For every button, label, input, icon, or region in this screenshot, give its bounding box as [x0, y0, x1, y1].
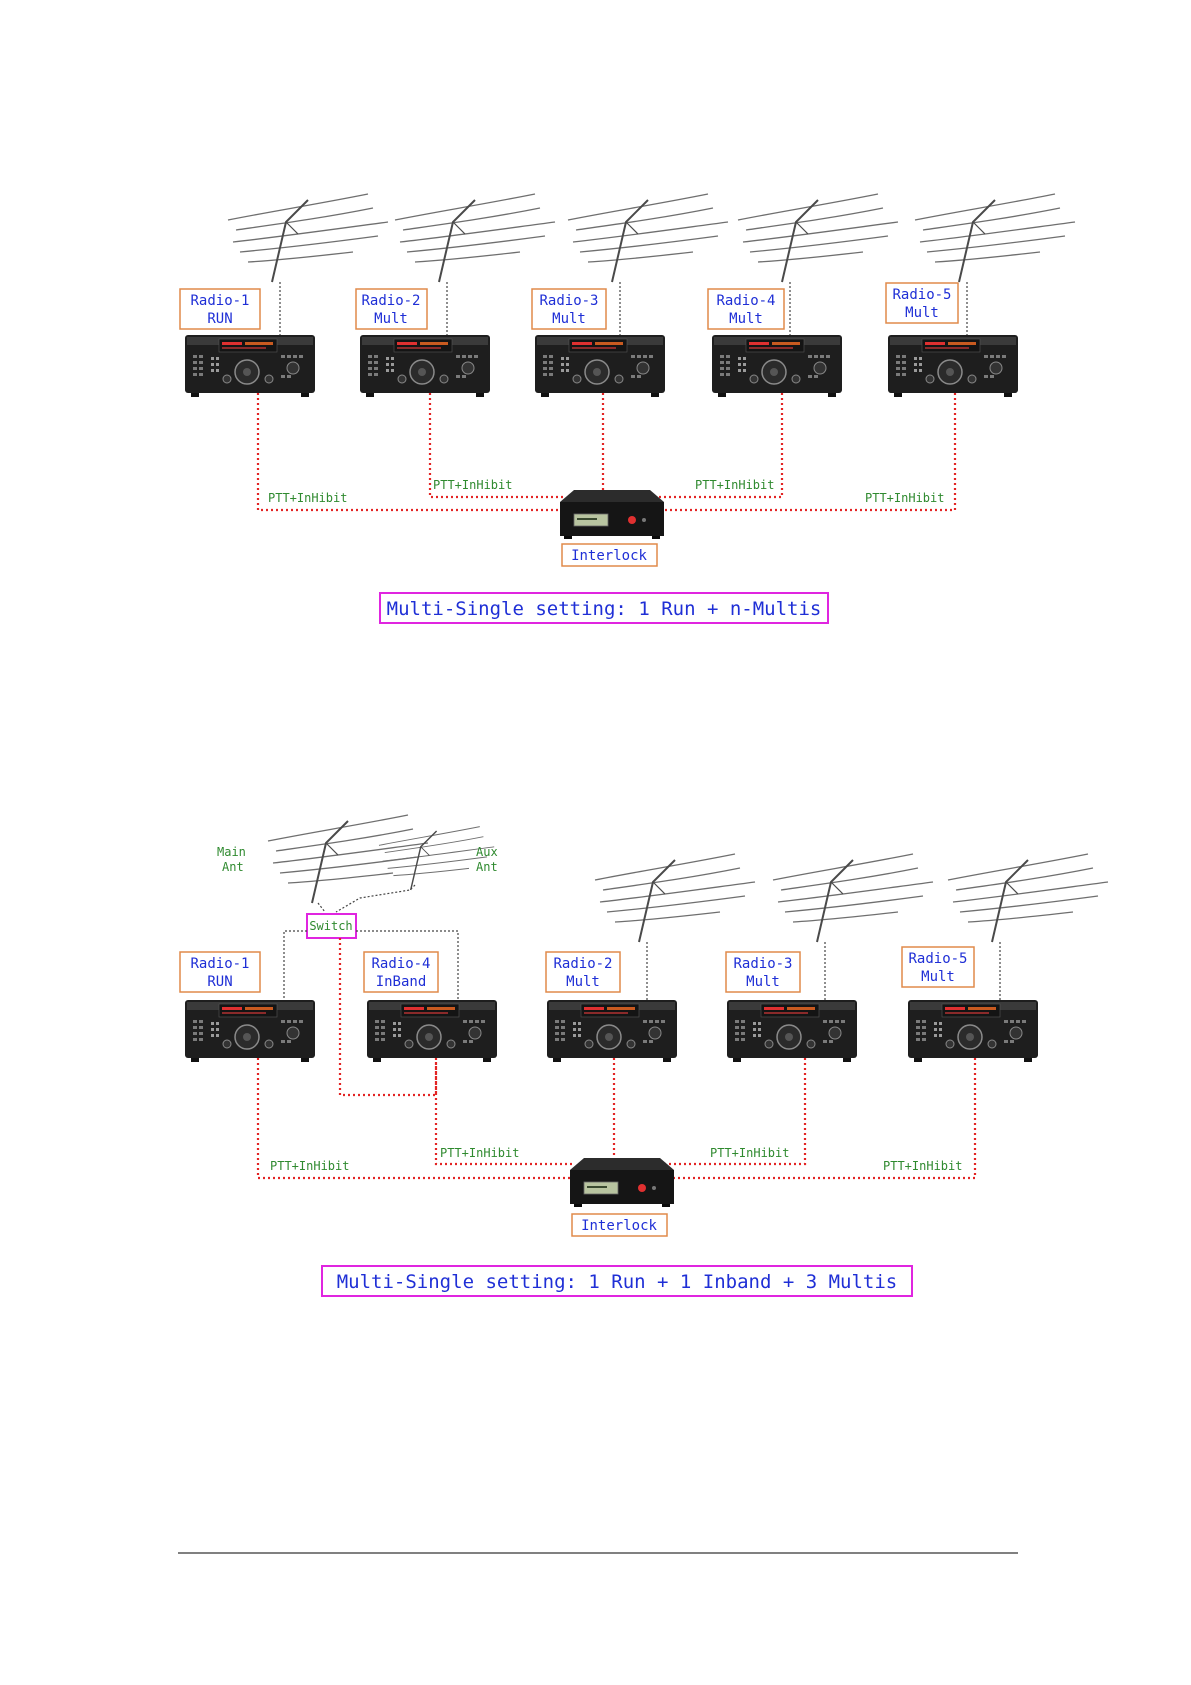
- cable-label: PTT+InHibit: [433, 478, 512, 492]
- interlock-label: Interlock: [581, 1218, 657, 1234]
- antenna-icon: [594, 853, 756, 943]
- radio-name: Radio-2: [553, 956, 612, 972]
- cable-label: PTT+InHibit: [440, 1146, 519, 1160]
- radio-label-box: [179, 288, 261, 330]
- radio-name: Radio-5: [908, 951, 967, 967]
- switch-control-cable: [338, 938, 438, 1097]
- antenna-icon: [737, 193, 899, 283]
- diagram-2: Main Ant Aux Ant Switch: [179, 814, 1109, 1297]
- radio-icon: [184, 334, 316, 398]
- interlock-icon: [559, 489, 665, 540]
- radio-role: Mult: [729, 311, 763, 327]
- cable-label: PTT+InHibit: [270, 1159, 349, 1173]
- interlock-label-box: [561, 543, 658, 567]
- cable-label: PTT+InHibit: [710, 1146, 789, 1160]
- radio-name: Radio-1: [190, 293, 249, 309]
- caption: Multi-Single setting: 1 Run + n-Multis: [387, 598, 822, 620]
- caption: Multi-Single setting: 1 Run + 1 Inband +…: [337, 1271, 898, 1293]
- radio-name: Radio-1: [190, 956, 249, 972]
- radio-icon: [887, 334, 1019, 398]
- aux-ant-label: Ant: [476, 860, 498, 874]
- radio-role: InBand: [376, 974, 427, 990]
- interlock-label: Interlock: [571, 548, 647, 564]
- switch-box: [306, 913, 357, 939]
- feed-lines: [646, 942, 1001, 1002]
- radio-name: Radio-3: [539, 293, 598, 309]
- antenna-icon: [947, 853, 1109, 943]
- radio-icon: [546, 999, 678, 1063]
- radio-label-box: [707, 288, 785, 330]
- radio-icon: [184, 999, 316, 1063]
- radio-icon: [907, 999, 1039, 1063]
- main-ant-label: Ant: [222, 860, 244, 874]
- radio-role: Mult: [566, 974, 600, 990]
- radio-icon: [359, 334, 491, 398]
- radio-icon: [366, 999, 498, 1063]
- caption-box: [379, 592, 829, 624]
- radio-label-box: [885, 282, 959, 324]
- antenna-icon: [914, 193, 1076, 283]
- cable-label: PTT+InHibit: [865, 491, 944, 505]
- aux-ant-label: Aux: [476, 845, 498, 859]
- radio-role: Mult: [921, 969, 955, 985]
- radio-icon: [726, 999, 858, 1063]
- antenna-icon: [227, 193, 389, 283]
- radio-label-box: [355, 288, 428, 330]
- radio-role: Mult: [374, 311, 408, 327]
- ptt-cables: [256, 1058, 977, 1180]
- switch-label: Switch: [309, 919, 352, 933]
- diagram-1: Radio-1 RUN Radio-2 Mult Radio-3 Mult Ra…: [179, 193, 1076, 624]
- ptt-cables: [256, 393, 957, 512]
- radio-label-box: [725, 951, 801, 993]
- antenna-icon: [567, 193, 729, 283]
- antenna-icon: [394, 193, 556, 283]
- radio-role: Mult: [746, 974, 780, 990]
- radio-role: RUN: [207, 311, 232, 327]
- radio-role: RUN: [207, 974, 232, 990]
- feed-lines: [279, 282, 968, 338]
- radio-label-box: [531, 288, 607, 330]
- radio-role: Mult: [905, 305, 939, 321]
- radio-name: Radio-3: [733, 956, 792, 972]
- antenna-to-switch-lines: [317, 884, 416, 913]
- radio-label-box: [363, 951, 439, 993]
- radio-icon: [711, 334, 843, 398]
- radio-label-box: [901, 946, 975, 988]
- caption-box: [321, 1265, 913, 1297]
- switch-to-radio-lines: [283, 930, 459, 1000]
- main-ant-label: Main: [217, 845, 246, 859]
- radio-icon: [534, 334, 666, 398]
- radio-label-box: [545, 951, 621, 993]
- radio-name: Radio-4: [716, 293, 775, 309]
- interlock-icon: [569, 1157, 675, 1208]
- radio-label-box: [179, 951, 261, 993]
- radio-role: Mult: [552, 311, 586, 327]
- radio-name: Radio-5: [892, 287, 951, 303]
- radio-name: Radio-2: [361, 293, 420, 309]
- interlock-label-box: [571, 1213, 668, 1237]
- antenna-icon: [772, 853, 934, 943]
- cable-label: PTT+InHibit: [695, 478, 774, 492]
- radio-name: Radio-4: [371, 956, 430, 972]
- cable-label: PTT+InHibit: [883, 1159, 962, 1173]
- cable-label: PTT+InHibit: [268, 491, 347, 505]
